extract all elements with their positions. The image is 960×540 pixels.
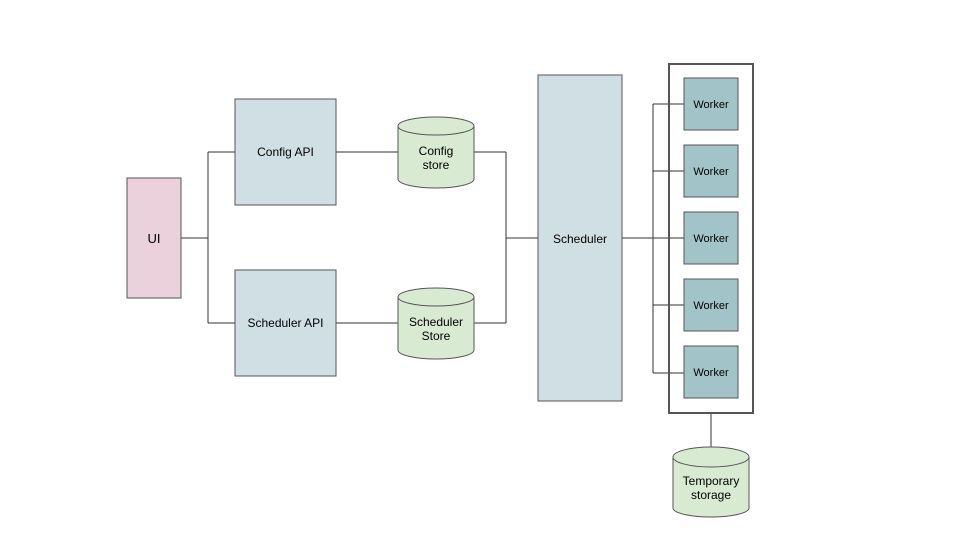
config-store-top [397,116,475,136]
scheduler-store-top [397,287,475,307]
scheduler-api-box [234,269,337,377]
connector-stores-scheduler [474,151,538,324]
worker-box [683,345,739,399]
config-api-box [234,98,337,206]
worker-label: Worker [693,233,729,245]
temporary-storage-node: Temporary storage [672,446,750,518]
worker-box [683,144,739,198]
temporary-storage-body [672,457,750,518]
config-api-label: Config API [257,145,314,159]
config-store-node: Config store [397,116,475,189]
worker-pool-container [668,63,754,414]
worker-node: Worker [683,345,739,399]
worker-label: Worker [693,99,729,111]
scheduler-label: Scheduler [553,232,607,246]
connector-scheduler-workers [622,103,684,374]
config-store-label-line1: Config [419,144,454,158]
scheduler-store-node: Scheduler Store [397,287,475,360]
scheduler-api-node: Scheduler API [234,269,337,377]
scheduler-api-label: Scheduler API [247,316,323,330]
worker-box [683,278,739,332]
worker-node: Worker [683,211,739,265]
worker-node: Worker [683,278,739,332]
config-api-node: Config API [234,98,337,206]
worker-label: Worker [693,166,729,178]
worker-label: Worker [693,300,729,312]
temporary-storage-label-line2: storage [691,488,731,502]
scheduler-store-label-line2: Store [422,329,451,343]
worker-box [683,211,739,265]
ui-label: UI [148,231,161,246]
worker-node: Worker [683,77,739,131]
scheduler-store-body [397,297,475,360]
scheduler-store-label-line1: Scheduler [409,315,463,329]
scheduler-box [537,74,623,402]
connector-ui-apis [181,151,235,324]
worker-box [683,77,739,131]
scheduler-node: Scheduler [537,74,623,402]
worker-node: Worker [683,144,739,198]
ui-box [126,177,182,299]
ui-node: UI [126,177,182,299]
config-store-label-line2: store [423,158,450,172]
temporary-storage-top [672,446,750,468]
temporary-storage-label-line1: Temporary [683,474,740,488]
config-store-body [397,126,475,189]
worker-label: Worker [693,367,729,379]
